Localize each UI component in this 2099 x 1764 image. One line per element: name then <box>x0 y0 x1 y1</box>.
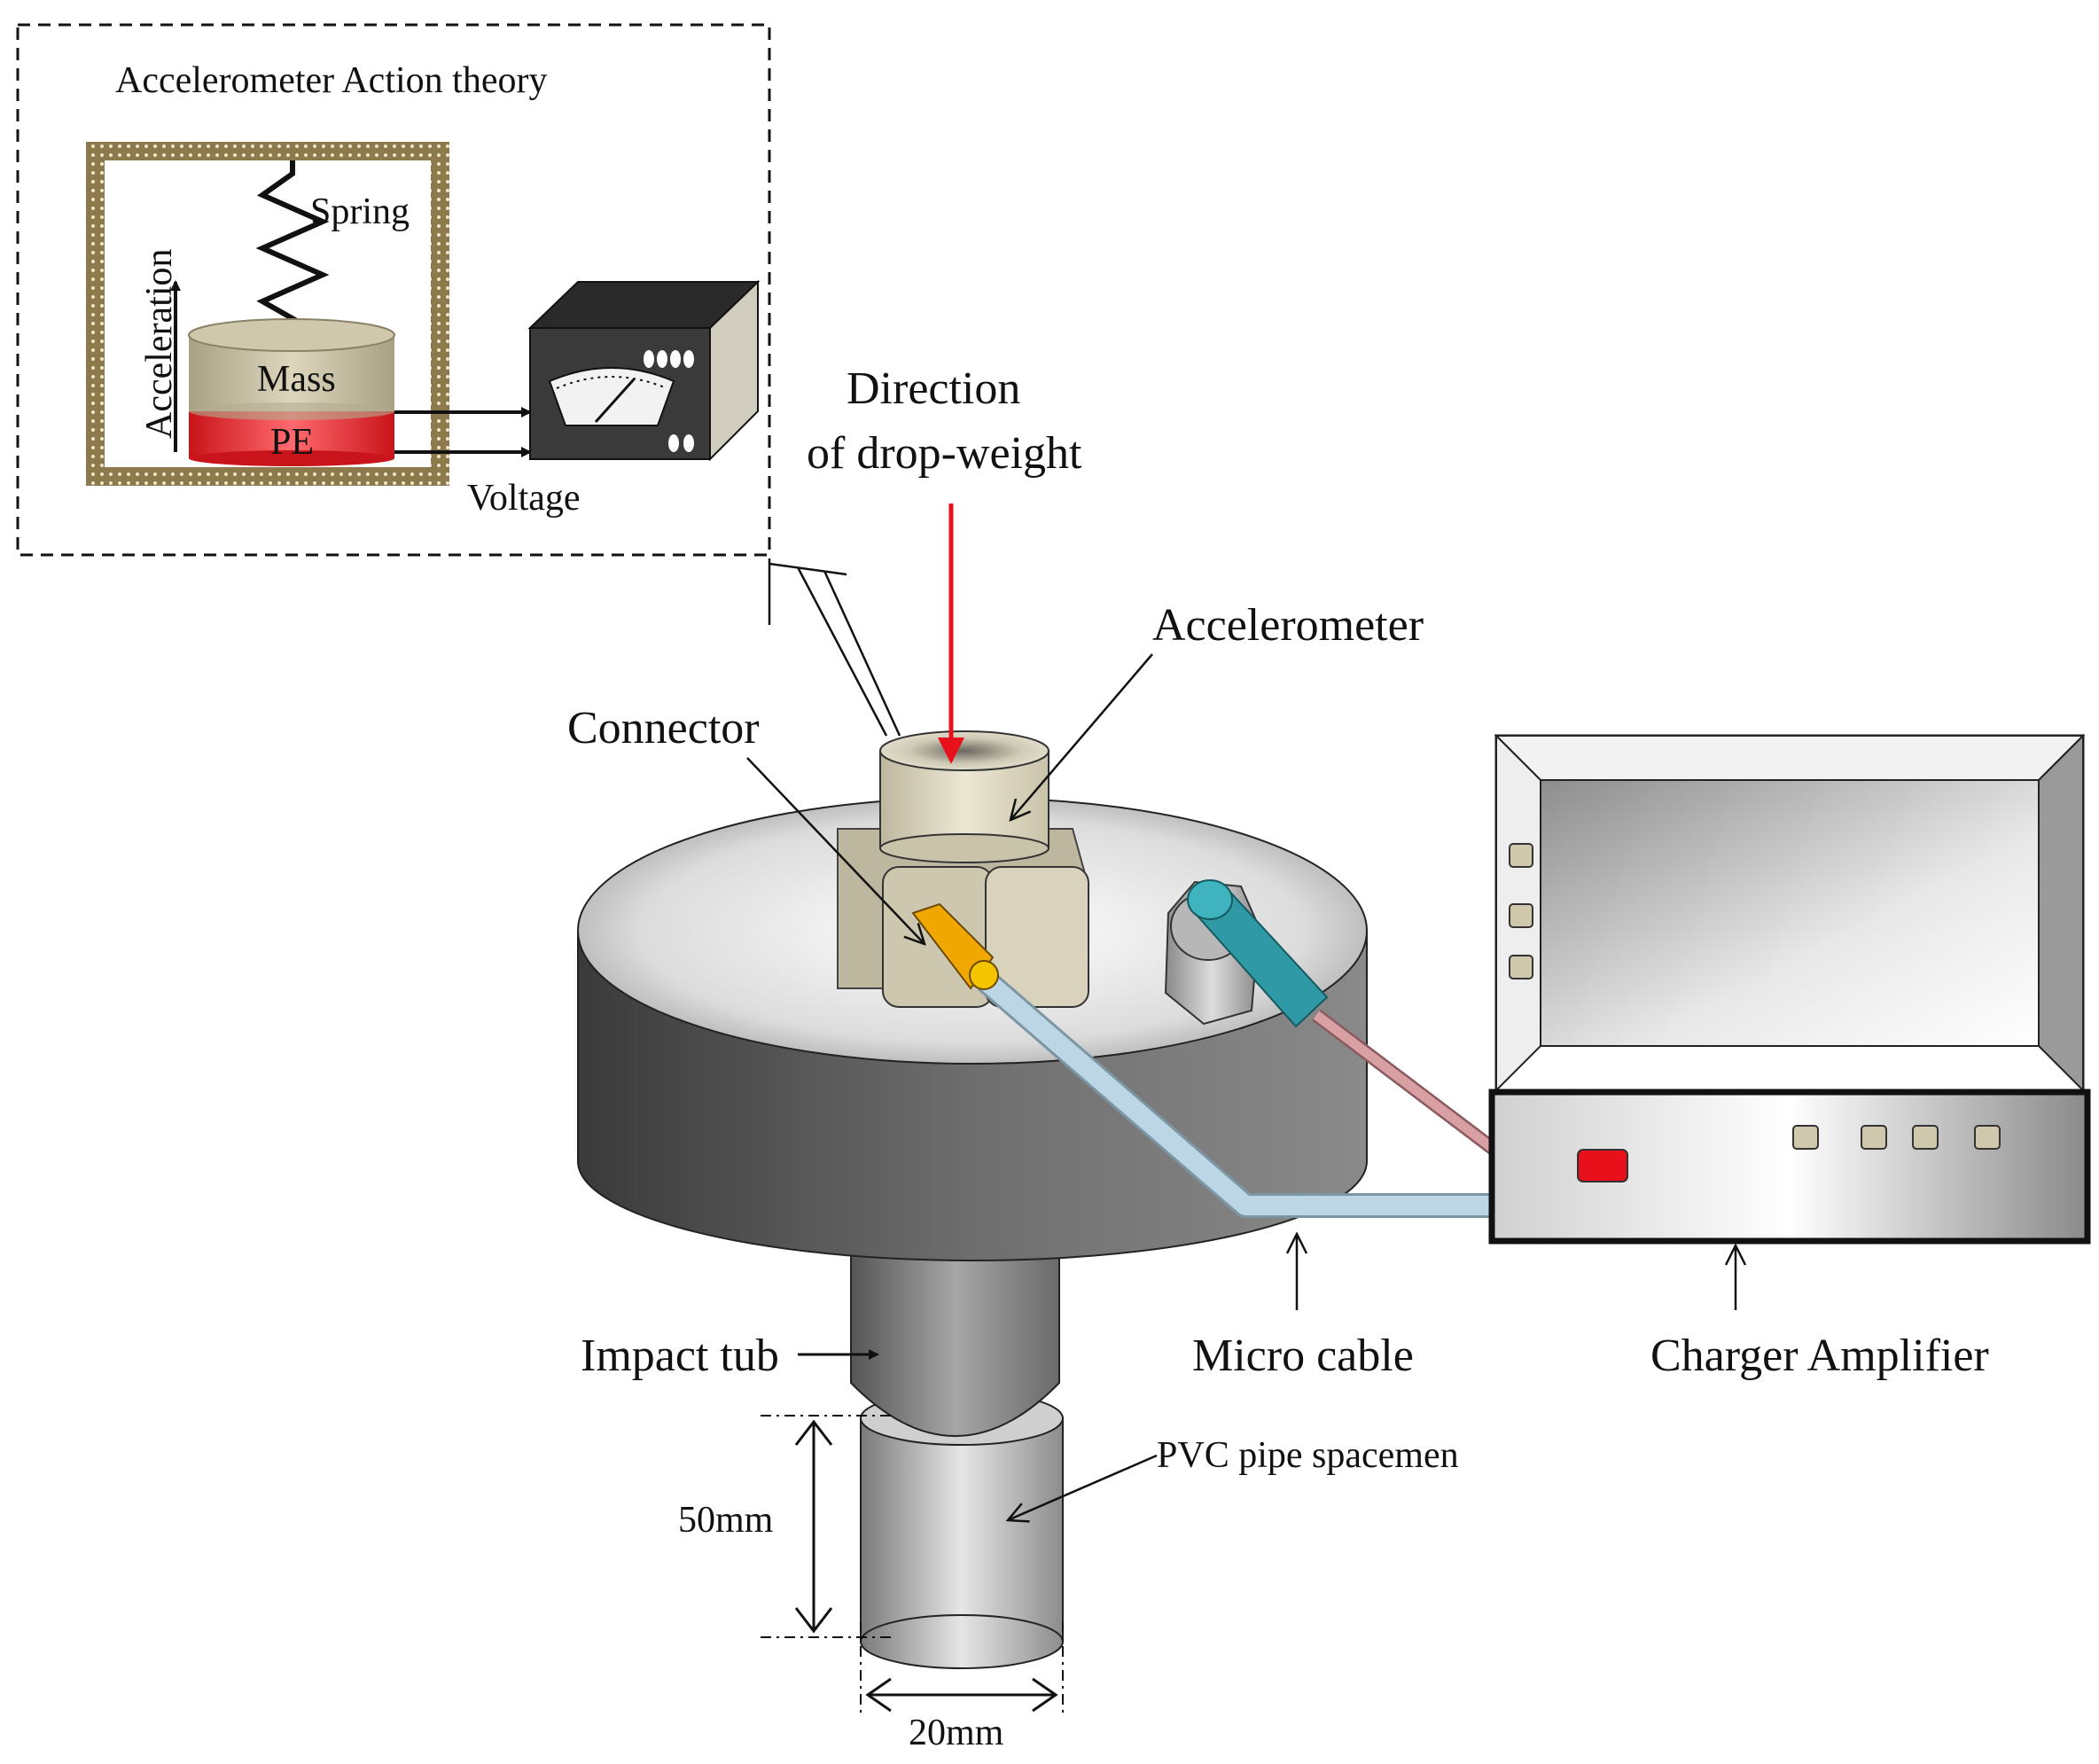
charger-amplifier-label: Charger Amplifier <box>1650 1331 1989 1381</box>
pvc-specimen-label: PVC pipe spacemen <box>1157 1435 1459 1476</box>
impact-tub <box>850 1240 1060 1437</box>
amplifier-red-button <box>1577 1149 1628 1183</box>
width-dimension <box>860 1622 1064 1713</box>
cable-fitting <box>1164 879 1329 1028</box>
acceleration-label: Acceleration <box>139 248 180 439</box>
connector-block <box>837 828 1089 1008</box>
amplifier-knob-4 <box>1974 1125 2001 1150</box>
accelerometer-label: Accelerometer <box>1152 600 1424 651</box>
inset-title: Accelerometer Action theory <box>115 60 547 101</box>
connector-plug <box>911 902 999 990</box>
spring-icon <box>255 160 330 326</box>
voltage-label: Voltage <box>467 478 581 519</box>
height-dim-label: 50mm <box>678 1500 774 1541</box>
amplifier-side-button-3 <box>1509 955 1533 980</box>
impact-tub-label: Impact tub <box>581 1331 779 1381</box>
direction-label-line1: Direction <box>847 363 1020 414</box>
mass-top <box>188 318 395 352</box>
pe-label: PE <box>270 422 314 463</box>
voltmeter-icon <box>527 279 761 462</box>
width-dim-label: 20mm <box>909 1713 1004 1753</box>
direction-label-line2: of drop-weight <box>807 428 1082 479</box>
amplifier-knob-3 <box>1912 1125 1939 1150</box>
connector-label: Connector <box>567 703 760 753</box>
amplifier-knob-1 <box>1792 1125 1819 1150</box>
inset-dashed-border <box>16 23 771 557</box>
inset-panel: Accelerometer Action theory Spring Mass … <box>16 23 901 737</box>
amplifier-side-button-2 <box>1509 903 1533 928</box>
amplifier-knob-2 <box>1861 1125 1887 1150</box>
amplifier-side-button-1 <box>1509 843 1533 868</box>
amplifier-screen <box>1540 779 2040 1047</box>
spring-label: Spring <box>310 191 410 232</box>
accelerometer-pointer <box>1010 653 1153 820</box>
pvc-specimen-pointer <box>1008 1454 1158 1520</box>
mass-label: Mass <box>257 359 336 400</box>
accelerometer <box>879 730 1050 863</box>
connector-pointer <box>746 757 925 944</box>
charger-amplifier <box>1488 733 2091 1245</box>
micro-cable-label: Micro cable <box>1192 1331 1414 1381</box>
height-dimension <box>761 1415 891 1638</box>
